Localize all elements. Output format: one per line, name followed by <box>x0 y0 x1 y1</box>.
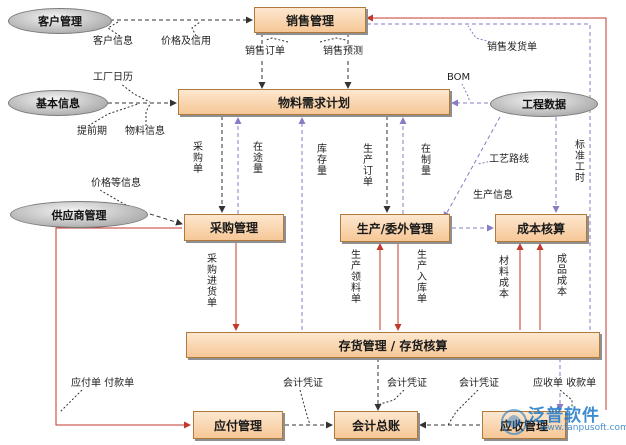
note-ap-notes: 应付单 付款单 <box>70 378 136 390</box>
note-production-order: 生产订单 <box>362 144 374 188</box>
mrp-box: 物料需求计划 <box>178 89 450 115</box>
customer-management-ellipse: 客户管理 <box>8 8 112 34</box>
note-lead-time: 提前期 <box>76 126 108 138</box>
note-material-info: 物料信息 <box>124 126 166 138</box>
note-bom: BOM <box>446 72 472 84</box>
note-stock-qty: 库存量 <box>316 144 328 177</box>
note-routing: 工艺路线 <box>488 154 530 166</box>
note-in-process: 在制量 <box>420 144 432 177</box>
general-ledger-box: 会计总账 <box>334 411 418 439</box>
note-sales-delivery: 销售发货单 <box>486 42 538 54</box>
sales-management-box: 销售管理 <box>254 7 366 33</box>
note-purchase-receipt: 采购进货单 <box>206 254 218 309</box>
note-sales-order: 销售订单 <box>244 46 286 58</box>
payable-management-box: 应付管理 <box>193 411 283 439</box>
watermark-url: www.fanpusoft.com <box>540 423 626 433</box>
note-factory-calendar: 工厂日历 <box>92 72 134 84</box>
engineering-data-ellipse: 工程数据 <box>490 91 598 117</box>
cost-accounting-box: 成本核算 <box>495 214 587 242</box>
note-voucher-3: 会计凭证 <box>458 378 500 390</box>
fanpu-logo-icon <box>501 409 527 435</box>
note-price-credit: 价格及信用 <box>160 36 212 48</box>
note-customer-info: 客户信息 <box>92 36 134 48</box>
supplier-management-ellipse: 供应商管理 <box>10 201 148 228</box>
note-production-issue: 生产领料单 <box>350 250 362 305</box>
note-purchase-order: 采购单 <box>192 142 204 175</box>
note-in-transit: 在途量 <box>252 142 264 175</box>
note-std-hours: 标准工时 <box>574 140 586 184</box>
note-sales-forecast: 销售预测 <box>322 46 364 58</box>
basic-info-ellipse: 基本信息 <box>8 90 108 116</box>
note-material-cost: 材料成本 <box>498 256 510 300</box>
note-voucher-2: 会计凭证 <box>386 378 428 390</box>
note-product-cost: 成品成本 <box>556 254 568 298</box>
note-ar-notes: 应收单 收款单 <box>532 378 598 390</box>
note-price-info: 价格等信息 <box>90 178 142 190</box>
purchase-management-box: 采购管理 <box>184 214 284 241</box>
note-production-info: 生产信息 <box>472 190 514 202</box>
inventory-management-box: 存货管理 / 存货核算 <box>186 332 600 358</box>
note-voucher-1: 会计凭证 <box>282 378 324 390</box>
watermark-brand: 泛普软件 <box>528 406 600 426</box>
production-outsourcing-box: 生产/委外管理 <box>340 214 450 242</box>
note-production-receipt: 生产入库单 <box>416 250 428 305</box>
